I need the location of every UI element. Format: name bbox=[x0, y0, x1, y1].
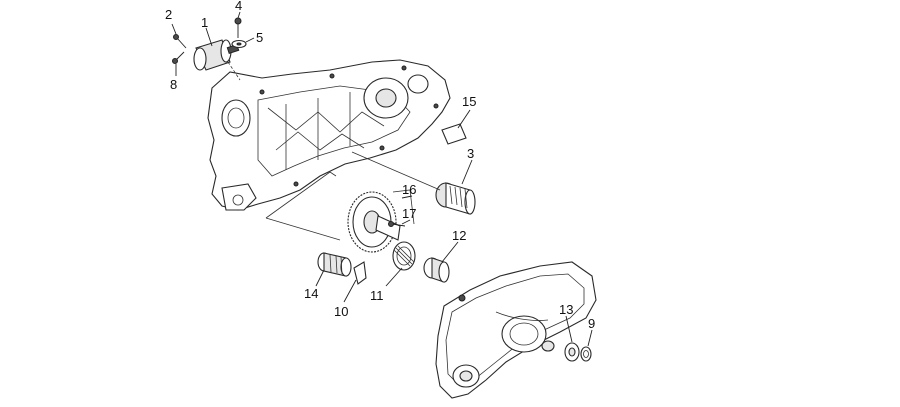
callout-17: 17 bbox=[402, 206, 416, 221]
callout-12: 12 bbox=[452, 228, 466, 243]
callout-1: 1 bbox=[201, 15, 208, 30]
bush-12 bbox=[423, 257, 450, 283]
leader-lines bbox=[171, 11, 593, 347]
callout-3: 3 bbox=[467, 146, 474, 161]
washer-13 bbox=[564, 342, 580, 362]
bolt-17 bbox=[388, 221, 406, 227]
shaft-axis-line bbox=[351, 151, 441, 191]
bracket-16 bbox=[392, 189, 415, 225]
callout-2: 2 bbox=[165, 7, 172, 22]
pinion-14 bbox=[317, 252, 352, 277]
callout-8: 8 bbox=[170, 77, 177, 92]
callout-5: 5 bbox=[256, 30, 263, 45]
large-driven-gear bbox=[347, 191, 401, 253]
bolt-4 bbox=[234, 17, 242, 38]
callout-9: 9 bbox=[588, 316, 595, 331]
callout-4: 4 bbox=[235, 0, 242, 13]
crankcase-housing bbox=[207, 59, 451, 211]
ring-9 bbox=[580, 346, 592, 362]
callout-10: 10 bbox=[334, 304, 348, 319]
assembly-line bbox=[227, 61, 241, 81]
bracket-line-lower bbox=[265, 217, 341, 241]
block-15 bbox=[441, 123, 467, 145]
spring-gear-11 bbox=[392, 241, 416, 271]
screw-2 bbox=[173, 34, 187, 49]
callout-15: 15 bbox=[462, 94, 476, 109]
starter-motor bbox=[193, 39, 240, 71]
gear-shaft-3 bbox=[435, 182, 476, 215]
callout-13: 13 bbox=[559, 302, 573, 317]
washer-5 bbox=[231, 39, 247, 49]
callout-14: 14 bbox=[304, 286, 318, 301]
clip-10 bbox=[353, 261, 367, 285]
transmission-cover bbox=[435, 261, 597, 399]
bracket-line-left bbox=[265, 171, 337, 219]
callout-16: 16 bbox=[402, 182, 416, 197]
callout-11: 11 bbox=[370, 288, 384, 303]
screw-8 bbox=[172, 51, 185, 64]
